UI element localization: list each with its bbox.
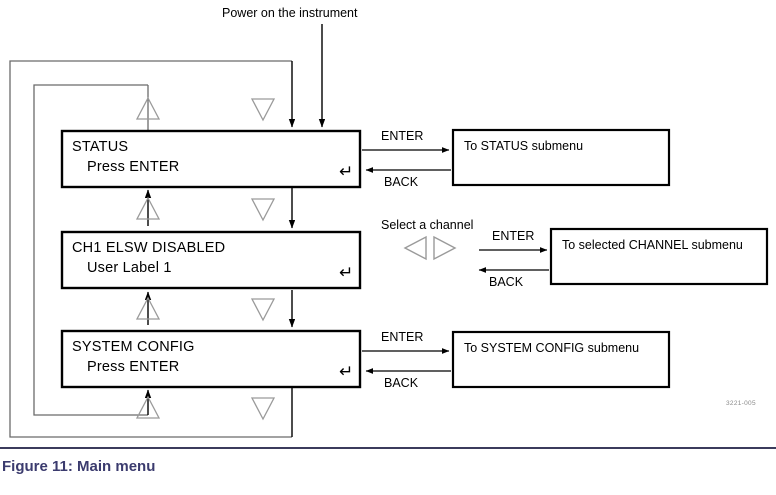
submenu-box-system-config-label: To SYSTEM CONFIG submenu bbox=[464, 341, 640, 355]
down-triangle-icon-1[interactable] bbox=[250, 98, 276, 122]
submenu-box-channel-rect[interactable] bbox=[549, 227, 769, 286]
submenu-box-status-label: To STATUS submenu bbox=[464, 139, 584, 153]
down-triangle-icon-4[interactable] bbox=[250, 397, 276, 421]
menu-box-status-subtitle: Press ENTER bbox=[87, 159, 180, 175]
submenu-box-status-rect[interactable] bbox=[451, 128, 671, 187]
submenu-box-system-config-rect[interactable] bbox=[451, 330, 671, 389]
transition-label-status-enter: ENTER bbox=[381, 129, 424, 143]
menu-box-system-config-subtitle: Press ENTER bbox=[87, 359, 180, 375]
select-a-channel-annotation: Select a channel bbox=[381, 218, 474, 232]
enter-return-icon-system-config: ↵ bbox=[339, 362, 354, 381]
right-triangle-icon[interactable] bbox=[433, 235, 457, 261]
up-triangle-icon-4[interactable] bbox=[135, 395, 161, 419]
caption-divider bbox=[0, 447, 776, 449]
loop-inner-wrap bbox=[33, 84, 148, 416]
transition-label-channel-enter: ENTER bbox=[492, 229, 535, 243]
up-triangle-icon-2[interactable] bbox=[135, 196, 161, 220]
menu-box-channel-rect[interactable] bbox=[60, 230, 362, 290]
transition-label-status-back: BACK bbox=[384, 175, 419, 189]
menu-box-system-config-title: SYSTEM CONFIG bbox=[72, 339, 195, 355]
down-triangle-icon-2[interactable] bbox=[250, 198, 276, 222]
menu-box-channel-subtitle: User Label 1 bbox=[87, 260, 172, 276]
menu-box-channel-title: CH1 ELSW DISABLED bbox=[72, 240, 226, 256]
transition-label-system-back: BACK bbox=[384, 376, 419, 390]
enter-return-icon-status: ↵ bbox=[339, 162, 354, 181]
transition-label-system-enter: ENTER bbox=[381, 330, 424, 344]
submenu-box-channel-label: To selected CHANNEL submenu bbox=[562, 238, 743, 252]
up-triangle-icon-1[interactable] bbox=[135, 96, 161, 120]
left-triangle-icon[interactable] bbox=[403, 235, 427, 261]
power-on-annotation: Power on the instrument bbox=[222, 6, 358, 20]
enter-return-icon-channel: ↵ bbox=[339, 263, 354, 282]
down-triangle-icon-3[interactable] bbox=[250, 298, 276, 322]
menu-box-status-rect[interactable] bbox=[60, 129, 362, 189]
up-triangle-icon-3[interactable] bbox=[135, 296, 161, 320]
figure-caption: Figure 11: Main menu bbox=[2, 458, 156, 475]
transition-label-channel-back: BACK bbox=[489, 275, 524, 289]
menu-box-status-title: STATUS bbox=[72, 139, 129, 155]
loop-outer-wrap bbox=[9, 60, 292, 438]
menu-box-system-config-rect[interactable] bbox=[60, 329, 362, 389]
figure-part-number: 3221-005 bbox=[726, 400, 756, 407]
